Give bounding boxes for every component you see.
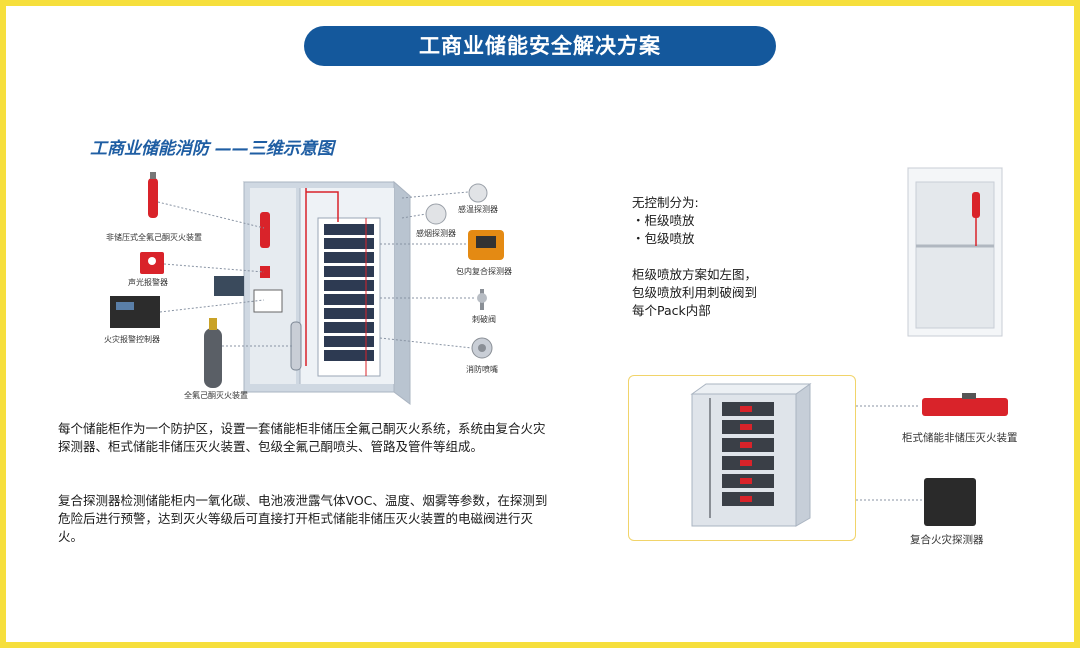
device-non-pressure-icon: [148, 172, 158, 218]
label-alarm: 声光报警器: [128, 277, 168, 288]
cabinet-3d: [244, 182, 410, 404]
label-nozzle: 消防喷嘴: [466, 364, 498, 375]
alarm-icon: [140, 252, 164, 274]
right-line: ・柜级喷放: [632, 212, 757, 230]
right-explanation: 无控制分为: ・柜级喷放 ・包级喷放 柜级喷放方案如左图， 包级喷放利用刺破阀到…: [632, 194, 757, 320]
pierce-valve-icon: [477, 289, 487, 310]
right-line: ・包级喷放: [632, 230, 757, 248]
right-line: 柜级喷放方案如左图，: [632, 266, 757, 284]
smoke-detector-icon: [426, 204, 446, 224]
cabinet-device-icon: [922, 393, 1008, 416]
page: 工商业储能安全解决方案 工商业储能消防 ——三维示意图: [6, 6, 1074, 642]
caption-cabinet-device: 柜式储能非储压灭火装置: [902, 430, 1018, 445]
controller-icon: [110, 296, 160, 328]
label-controller: 火灾报警控制器: [104, 334, 160, 345]
nozzle-icon: [472, 338, 492, 358]
white-cabinet-image: [908, 168, 1002, 336]
label-smoke-detector: 感烟探测器: [416, 228, 456, 239]
right-line: 无控制分为:: [632, 194, 757, 212]
label-non-pressure-device: 非储压式全氟己酮灭火装置: [106, 232, 202, 243]
cylinder-icon: [204, 318, 222, 388]
label-pierce-valve: 刺破阀: [472, 314, 496, 325]
description-paragraph-1: 每个储能柜作为一个防护区，设置一套储能柜非储压全氟己酮灭火系统，系统由复合火灾探…: [58, 420, 548, 456]
controller-panel-icon: [214, 276, 244, 296]
pack-detector-icon: [468, 230, 504, 260]
label-cylinder: 全氟己酮灭火装置: [184, 390, 248, 401]
pack-rack-frame: [628, 375, 856, 541]
label-heat-detector: 感温探测器: [458, 204, 498, 215]
composite-detector-icon: [924, 478, 976, 526]
heat-detector-icon: [469, 184, 487, 202]
description-paragraph-2: 复合探测器检测储能柜内一氧化碳、电池液泄露气体VOC、温度、烟雾等参数，在探测到…: [58, 492, 548, 546]
label-pack-detector: 包内复合探测器: [456, 266, 512, 277]
right-leader-lines: [856, 406, 922, 500]
right-line: 包级喷放利用刺破阀到: [632, 284, 757, 302]
right-line: [632, 248, 757, 266]
caption-composite-detector: 复合火灾探测器: [910, 532, 984, 547]
right-line: 每个Pack内部: [632, 302, 757, 320]
